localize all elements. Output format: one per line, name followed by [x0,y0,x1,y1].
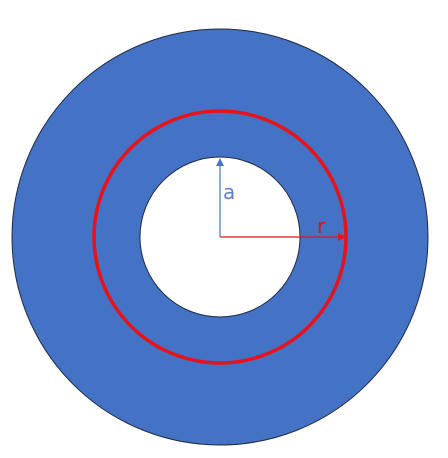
label-r: r [317,214,326,238]
label-a: a [223,180,235,204]
path-circle-r [92,109,348,365]
